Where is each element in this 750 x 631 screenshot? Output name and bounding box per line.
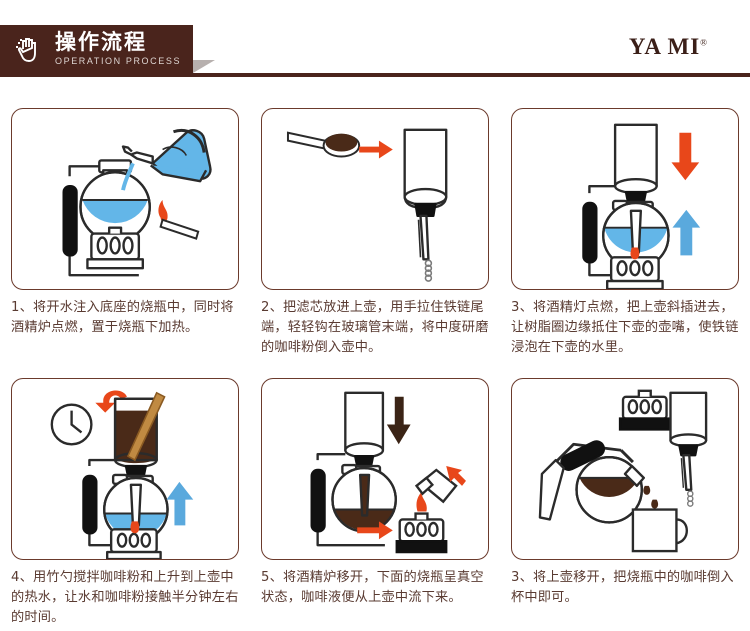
burner-removed-coffee-draining-icon: [310, 391, 466, 554]
step-caption-2: 2、把滤芯放进上壶，用手拉住铁链尾端，轻轻钩在玻璃管末端，将中度研磨的咖啡粉倒入…: [261, 300, 489, 356]
lit-match-icon: [158, 199, 200, 240]
up-arrow-blue-icon: [166, 481, 194, 526]
upper-pot-icon: [669, 391, 708, 507]
flame-icon: [130, 521, 140, 534]
step-illustration-3: [511, 108, 739, 290]
brand-logo: YA MI®: [629, 34, 708, 60]
filter-chain-icon: [424, 259, 433, 282]
arrow-right-red-icon: [357, 521, 393, 540]
up-arrow-blue-icon: [672, 209, 701, 256]
right-arrow-icon: [359, 140, 393, 159]
banner-title-en: OPERATION PROCESS: [55, 56, 182, 66]
brand-logo-text: YA MI: [628, 34, 701, 59]
tilted-flask-icon: [538, 440, 645, 524]
step-cell-1: 1、将开水注入底座的烧瓶中，同时将酒精炉点燃，置于烧瓶下加热。: [0, 100, 250, 358]
clock-icon: [50, 403, 93, 446]
step-cell-3: 3、将酒精灯点燃，把上壶斜插进去，让树脂圈边缘抵住下壶的壶嘴，使铁链浸泡在下壶的…: [500, 100, 750, 358]
coffee-spoon-icon: [286, 131, 361, 158]
step-illustration-6: [511, 378, 739, 560]
alcohol-burner-icon: [618, 389, 671, 431]
step-illustration-2: [261, 108, 489, 290]
assembled-syphon-heating-icon: [582, 123, 701, 289]
step-illustration-5: [261, 378, 489, 560]
flame-icon: [416, 491, 427, 512]
down-arrow-dark-icon: [386, 396, 411, 445]
banner-text-group: 操作流程 OPERATION PROCESS: [55, 32, 181, 66]
step-cell-6: 3、将上壶移开，把烧瓶中的咖啡倒入杯中即可。: [500, 370, 750, 628]
pouring-coffee-into-mug-icon: [538, 389, 708, 553]
banner-shadow-triangle: [193, 60, 215, 73]
coffee-mug-icon: [631, 508, 688, 553]
step-illustration-1: [11, 108, 239, 290]
section-banner: 操作流程 OPERATION PROCESS: [0, 25, 193, 73]
step-illustration-4: [11, 378, 239, 560]
arrow-diagonal-red-icon: [446, 466, 466, 486]
flame-icon: [630, 247, 640, 260]
trademark-symbol: ®: [700, 37, 708, 48]
bamboo-paddle-icon: [126, 391, 166, 462]
step-cell-2: 2、把滤芯放进上壶，用手拉住铁链尾端，轻轻钩在玻璃管末端，将中度研磨的咖啡粉倒入…: [250, 100, 500, 358]
page-header: 操作流程 OPERATION PROCESS YA MI®: [0, 0, 750, 96]
header-divider-rule: [0, 73, 750, 77]
steps-grid: 1、将开水注入底座的烧瓶中，同时将酒精炉点燃，置于烧瓶下加热。: [0, 100, 750, 628]
burner-cap-icon: [414, 468, 458, 504]
stir-arrow-icon: [95, 390, 127, 413]
down-arrow-red-icon: [671, 132, 700, 181]
step-cell-5: 5、将酒精炉移开，下面的烧瓶呈真空状态，咖啡液便从上壶中流下来。: [250, 370, 500, 628]
coffee-drops-icon: [643, 485, 659, 509]
banner-title-cn: 操作流程: [55, 30, 147, 54]
step-cell-4: 4、用竹勺搅拌咖啡粉和上升到上壶中的热水，让水和咖啡粉接触半分钟左右的时间。: [0, 370, 250, 628]
step-caption-6: 3、将上壶移开，把烧瓶中的咖啡倒入杯中即可。: [511, 570, 734, 606]
alcohol-burner-icon: [395, 512, 448, 554]
step-caption-1: 1、将开水注入底座的烧瓶中，同时将酒精炉点燃，置于烧瓶下加热。: [11, 300, 234, 336]
step-caption-3: 3、将酒精灯点燃，把上壶斜插进去，让树脂圈边缘抵住下壶的壶嘴，使铁链浸泡在下壶的…: [511, 300, 739, 356]
kettle-pouring-water-icon: [62, 129, 212, 277]
step-caption-4: 4、用竹勺搅拌咖啡粉和上升到上壶中的热水，让水和咖啡粉接触半分钟左右的时间。: [11, 570, 239, 626]
pointing-hand-icon: [16, 38, 36, 62]
step-caption-5: 5、将酒精炉移开，下面的烧瓶呈真空状态，咖啡液便从上壶中流下来。: [261, 570, 484, 606]
spoon-grounds-into-upper-pot-icon: [286, 128, 448, 282]
stirring-coffee-with-paddle-icon: [50, 390, 194, 559]
